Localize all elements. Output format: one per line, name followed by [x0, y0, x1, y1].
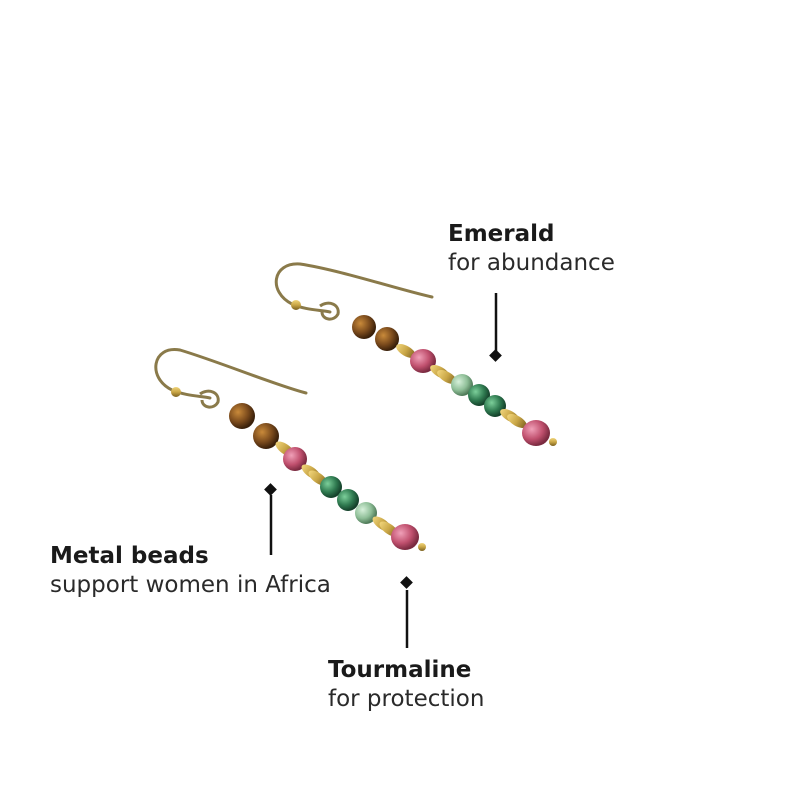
metal-beads-subtitle: support women in Africa — [50, 571, 331, 598]
left-bead-tigers-eye-2 — [253, 423, 279, 449]
tourmaline-caption: Tourmaline for protection — [328, 656, 484, 714]
right-bead-pale-green-1 — [451, 374, 473, 396]
right-earring — [274, 262, 557, 446]
tourmaline-title: Tourmaline — [328, 657, 472, 683]
emerald-caption: Emerald for abundance — [448, 220, 615, 278]
left-ear-wire — [154, 348, 308, 400]
right-ear-wire — [274, 262, 434, 314]
callout-emerald-marker — [489, 349, 502, 362]
right-wire-ball — [291, 300, 301, 310]
right-end-cap — [549, 438, 557, 446]
left-wire-ball — [171, 387, 181, 397]
callout-tourmaline-marker — [400, 576, 413, 589]
callout-metal-beads — [264, 483, 277, 555]
callout-metal-marker — [264, 483, 277, 496]
metal-beads-caption: Metal beads support women in Africa — [50, 542, 331, 600]
right-bead-gold-5 — [507, 414, 527, 428]
right-bead-emerald-1 — [468, 384, 490, 406]
left-bead-tourmaline-2 — [391, 524, 419, 550]
right-bead-tigers-eye-1 — [352, 315, 376, 339]
callout-tourmaline — [400, 576, 413, 648]
left-bead-tourmaline-1 — [283, 447, 307, 471]
left-end-cap — [418, 543, 426, 551]
metal-beads-title: Metal beads — [50, 543, 209, 569]
right-bead-gold-1 — [396, 344, 416, 358]
emerald-title: Emerald — [448, 221, 555, 247]
left-bead-pale-green-1 — [355, 502, 377, 524]
left-earring — [154, 348, 426, 551]
tourmaline-subtitle: for protection — [328, 685, 485, 712]
callout-emerald — [489, 293, 502, 362]
left-bead-emerald-1 — [320, 476, 342, 498]
right-bead-tourmaline-2 — [522, 420, 550, 446]
right-bead-gold-3 — [437, 370, 457, 384]
left-bead-emerald-2 — [337, 489, 359, 511]
right-bead-tigers-eye-2 — [375, 327, 399, 351]
right-bead-tourmaline-1 — [410, 349, 436, 373]
emerald-subtitle: for abundance — [448, 249, 615, 276]
left-bead-tigers-eye-1 — [229, 403, 255, 429]
